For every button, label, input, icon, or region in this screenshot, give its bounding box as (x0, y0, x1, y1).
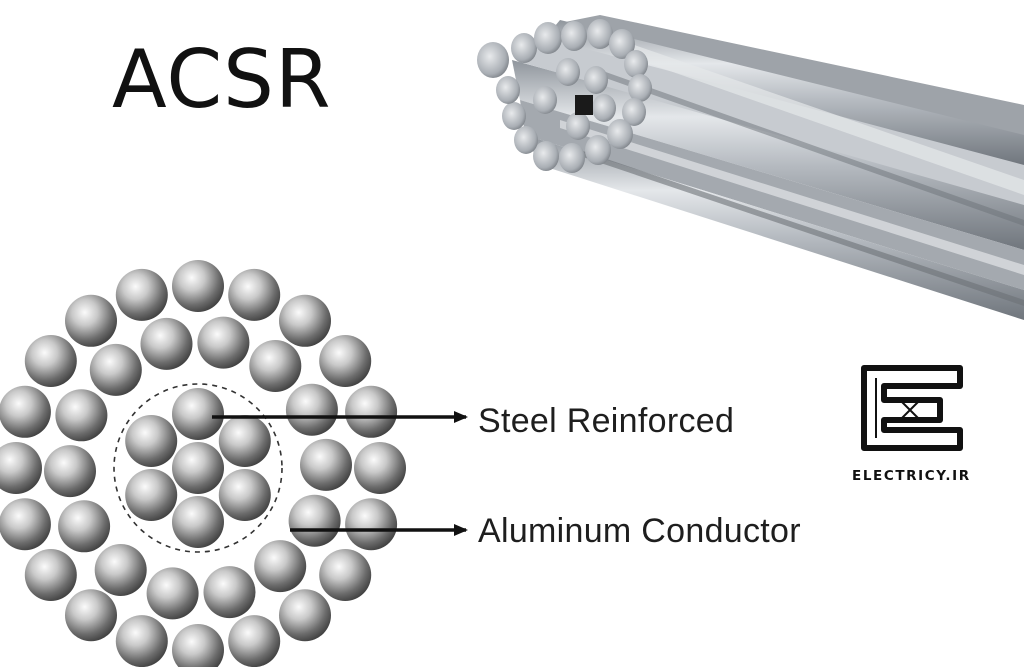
aluminum-strand (0, 442, 42, 494)
aluminum-strand (172, 260, 224, 312)
aluminum-strand (319, 549, 372, 601)
brand-text: ELECTRICY.IR (852, 468, 971, 484)
strand-cross-section-icon (0, 260, 406, 667)
aluminum-strand (203, 566, 256, 619)
aluminum-conductor-label: Aluminum Conductor (478, 512, 801, 550)
aluminum-strand (172, 624, 224, 667)
aluminum-strand (65, 589, 117, 642)
aluminum-strand (58, 500, 111, 553)
aluminum-strand (228, 615, 281, 667)
aluminum-strand (24, 549, 77, 601)
stranded-cable-icon (477, 15, 1024, 320)
aluminum-strand (279, 589, 331, 642)
aluminum-strand (24, 335, 77, 387)
steel-strand (218, 469, 271, 521)
aluminum-strand (0, 385, 51, 438)
aluminum-strand (44, 445, 96, 498)
steel-core-boundary (113, 383, 283, 553)
aluminum-strand (285, 383, 338, 436)
aluminum-strand (345, 498, 398, 551)
electricy-logo-icon (861, 365, 963, 451)
steel-strand (172, 442, 224, 494)
aluminum-strand (94, 544, 147, 596)
aluminum-strand (65, 294, 117, 347)
aluminum-strand (254, 540, 307, 593)
aluminum-strand (89, 343, 142, 396)
aluminum-strand (115, 268, 168, 321)
aluminum-strand (288, 494, 341, 547)
page-title: ACSR (112, 33, 332, 126)
aluminum-strand (115, 615, 168, 667)
aluminum-strand (319, 335, 372, 387)
aluminum-strand (354, 442, 406, 494)
aluminum-strand (345, 385, 398, 438)
aluminum-strand (140, 317, 193, 370)
steel-strand (172, 388, 224, 440)
aluminum-strand (0, 498, 51, 551)
steel-strand (125, 415, 178, 467)
aluminum-strand (55, 389, 108, 442)
steel-strand (218, 415, 271, 467)
steel-reinforced-label: Steel Reinforced (478, 402, 735, 440)
aluminum-strand (146, 567, 199, 620)
aluminum-strand (300, 438, 352, 491)
aluminum-strand (197, 316, 250, 369)
steel-strand (125, 469, 178, 521)
aluminum-strand (249, 340, 302, 392)
aluminum-strand (228, 268, 281, 321)
steel-strand (172, 496, 224, 548)
aluminum-strand (279, 294, 331, 347)
